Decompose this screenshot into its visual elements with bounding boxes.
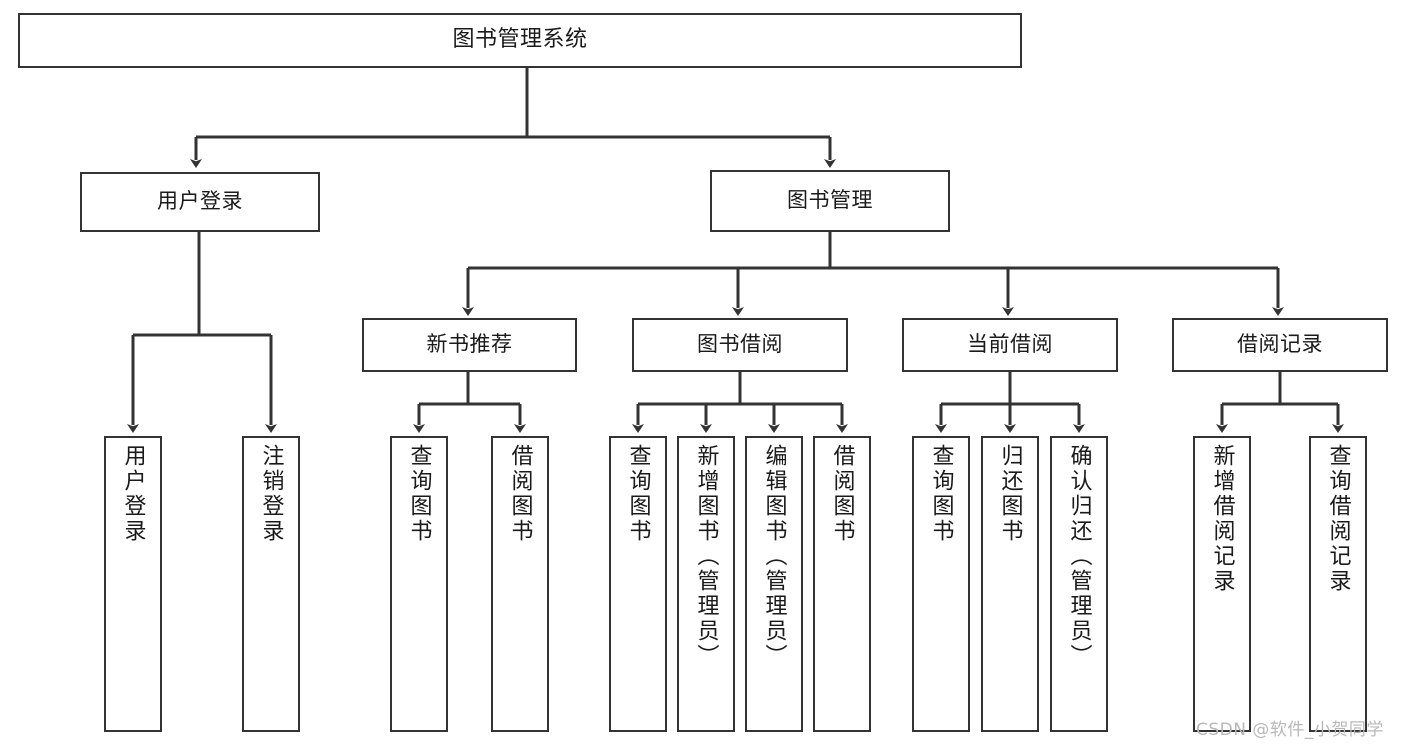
leaf-confirm-return-admin[interactable]: 确认归还（管理员） xyxy=(1050,436,1108,732)
leaf-logout-login[interactable]: 注销登录 xyxy=(242,436,300,732)
leaf-new-book-query-books[interactable]: 查询图书 xyxy=(390,436,448,732)
leaf-new-book-borrow-books[interactable]: 借阅图书 xyxy=(491,436,549,732)
leaf-return-books[interactable]: 归还图书 xyxy=(981,436,1039,732)
leaf-add-borrow-record[interactable]: 新增借阅记录 xyxy=(1193,436,1251,732)
node-current-borrow[interactable]: 当前借阅 xyxy=(902,318,1118,372)
leaf-current-query-books[interactable]: 查询图书 xyxy=(912,436,970,732)
node-new-book-recommend[interactable]: 新书推荐 xyxy=(362,318,577,372)
node-user-login[interactable]: 用户登录 xyxy=(80,172,320,232)
leaf-add-book-admin[interactable]: 新增图书（管理员） xyxy=(677,436,735,732)
leaf-user-login[interactable]: 用户登录 xyxy=(104,436,162,732)
node-book-management[interactable]: 图书管理 xyxy=(710,170,950,232)
node-root-system[interactable]: 图书管理系统 xyxy=(18,13,1022,68)
leaf-borrow-books[interactable]: 借阅图书 xyxy=(813,436,871,732)
node-book-borrow[interactable]: 图书借阅 xyxy=(632,318,848,372)
leaf-query-borrow-record[interactable]: 查询借阅记录 xyxy=(1309,436,1367,732)
leaf-borrow-query-books[interactable]: 查询图书 xyxy=(609,436,667,732)
node-borrow-record[interactable]: 借阅记录 xyxy=(1172,318,1388,372)
leaf-edit-book-admin[interactable]: 编辑图书（管理员） xyxy=(745,436,803,732)
